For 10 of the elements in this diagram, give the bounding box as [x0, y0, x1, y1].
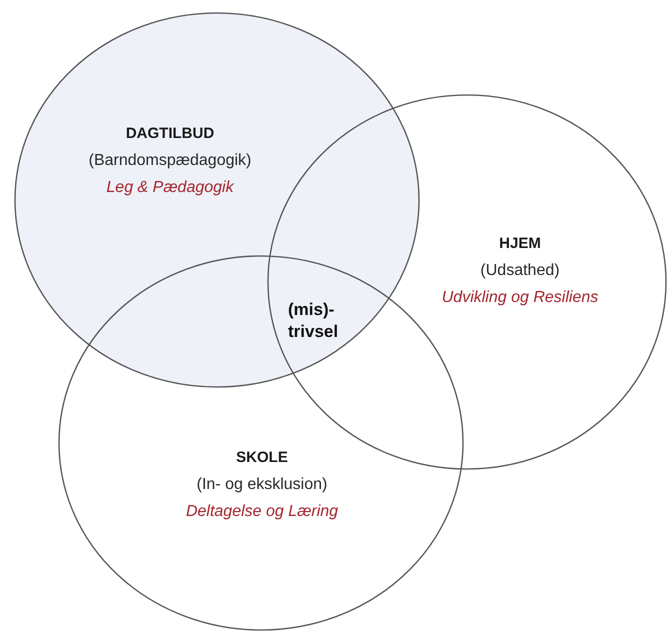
circle-theme: Leg & Pædagogik [106, 178, 234, 198]
circle-theme: Udvikling og Resiliens [442, 288, 598, 308]
circle-theme: Deltagelse og Læring [186, 502, 338, 522]
circle-subtitle: (In- og eksklusion) [196, 475, 328, 495]
circle-subtitle: (Barndomspædagogik) [88, 151, 252, 171]
circle-title: HJEM [499, 234, 541, 254]
circle-title: DAGTILBUD [126, 124, 214, 144]
circle-title: SKOLE [236, 448, 288, 468]
overlap-label: (mis)- trivsel [288, 299, 340, 343]
circle-subtitle: (Udsathed) [480, 261, 560, 281]
